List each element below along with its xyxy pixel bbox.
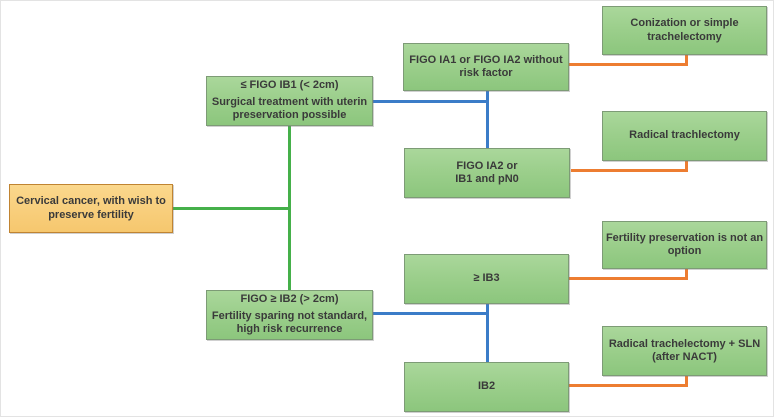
node-label: Radical trachlectomy <box>629 129 740 142</box>
node-label: Cervical cancer, with wish to preserve f… <box>16 195 166 221</box>
node-label: FIGO IA1 or FIGO IA2 without risk factor <box>409 53 563 79</box>
connector-orange-4-horizontal <box>569 384 688 387</box>
node-label-heading: ≤ FIGO IB1 (< 2cm) <box>240 79 339 92</box>
connector-orange-2-horizontal <box>571 169 688 172</box>
connector-green-horizontal <box>173 207 291 210</box>
connector-orange-1-vertical <box>685 55 688 66</box>
node-label: FIGO IA2 or IB1 and pN0 <box>455 159 519 185</box>
connector-blue-top-horizontal <box>373 100 489 103</box>
node-stage-ib2: IB2 <box>404 362 569 412</box>
node-stage-ia2-ib1-pn0: FIGO IA2 or IB1 and pN0 <box>404 148 570 198</box>
connector-blue-bottom-vertical <box>486 304 489 362</box>
node-label-heading: FIGO ≥ IB2 (> 2cm) <box>240 293 339 306</box>
node-tx-not-an-option: Fertility preservation is not an option <box>602 221 767 269</box>
connector-green-vertical <box>288 126 291 290</box>
node-label: Fertility preservation is not an option <box>605 231 764 257</box>
node-stage-ge-ib3: ≥ IB3 <box>404 254 569 304</box>
node-tx-radical-trachelectomy: Radical trachlectomy <box>602 111 767 161</box>
node-tx-radical-sln-nact: Radical trachelectomy + SLN (after NACT) <box>602 326 767 376</box>
connector-blue-top-vertical <box>486 91 489 148</box>
node-label-body: Fertility sparing not standard, high ris… <box>211 309 368 336</box>
node-label-body: Surgical treatment with uterin preservat… <box>211 95 368 122</box>
connector-orange-4-vertical <box>685 376 688 387</box>
connector-orange-3-horizontal <box>569 277 688 280</box>
node-cervical-cancer-root: Cervical cancer, with wish to preserve f… <box>9 184 173 233</box>
node-label: Conization or simple trachelectomy <box>630 17 739 43</box>
connector-blue-bottom-horizontal <box>373 312 489 315</box>
node-figo-le-ib1: ≤ FIGO IB1 (< 2cm) Surgical treatment wi… <box>206 76 373 126</box>
node-label: Radical trachelectomy + SLN (after NACT) <box>608 337 761 363</box>
connector-orange-2-vertical <box>685 161 688 172</box>
node-label: ≥ IB3 <box>473 272 500 285</box>
node-figo-ge-ib2: FIGO ≥ IB2 (> 2cm) Fertility sparing not… <box>206 290 373 340</box>
node-tx-conization: Conization or simple trachelectomy <box>602 6 767 55</box>
connector-orange-1-horizontal <box>569 63 688 66</box>
node-label: IB2 <box>477 380 496 393</box>
node-stage-ia1-ia2-no-risk: FIGO IA1 or FIGO IA2 without risk factor <box>403 43 569 91</box>
connector-orange-3-vertical <box>685 269 688 280</box>
